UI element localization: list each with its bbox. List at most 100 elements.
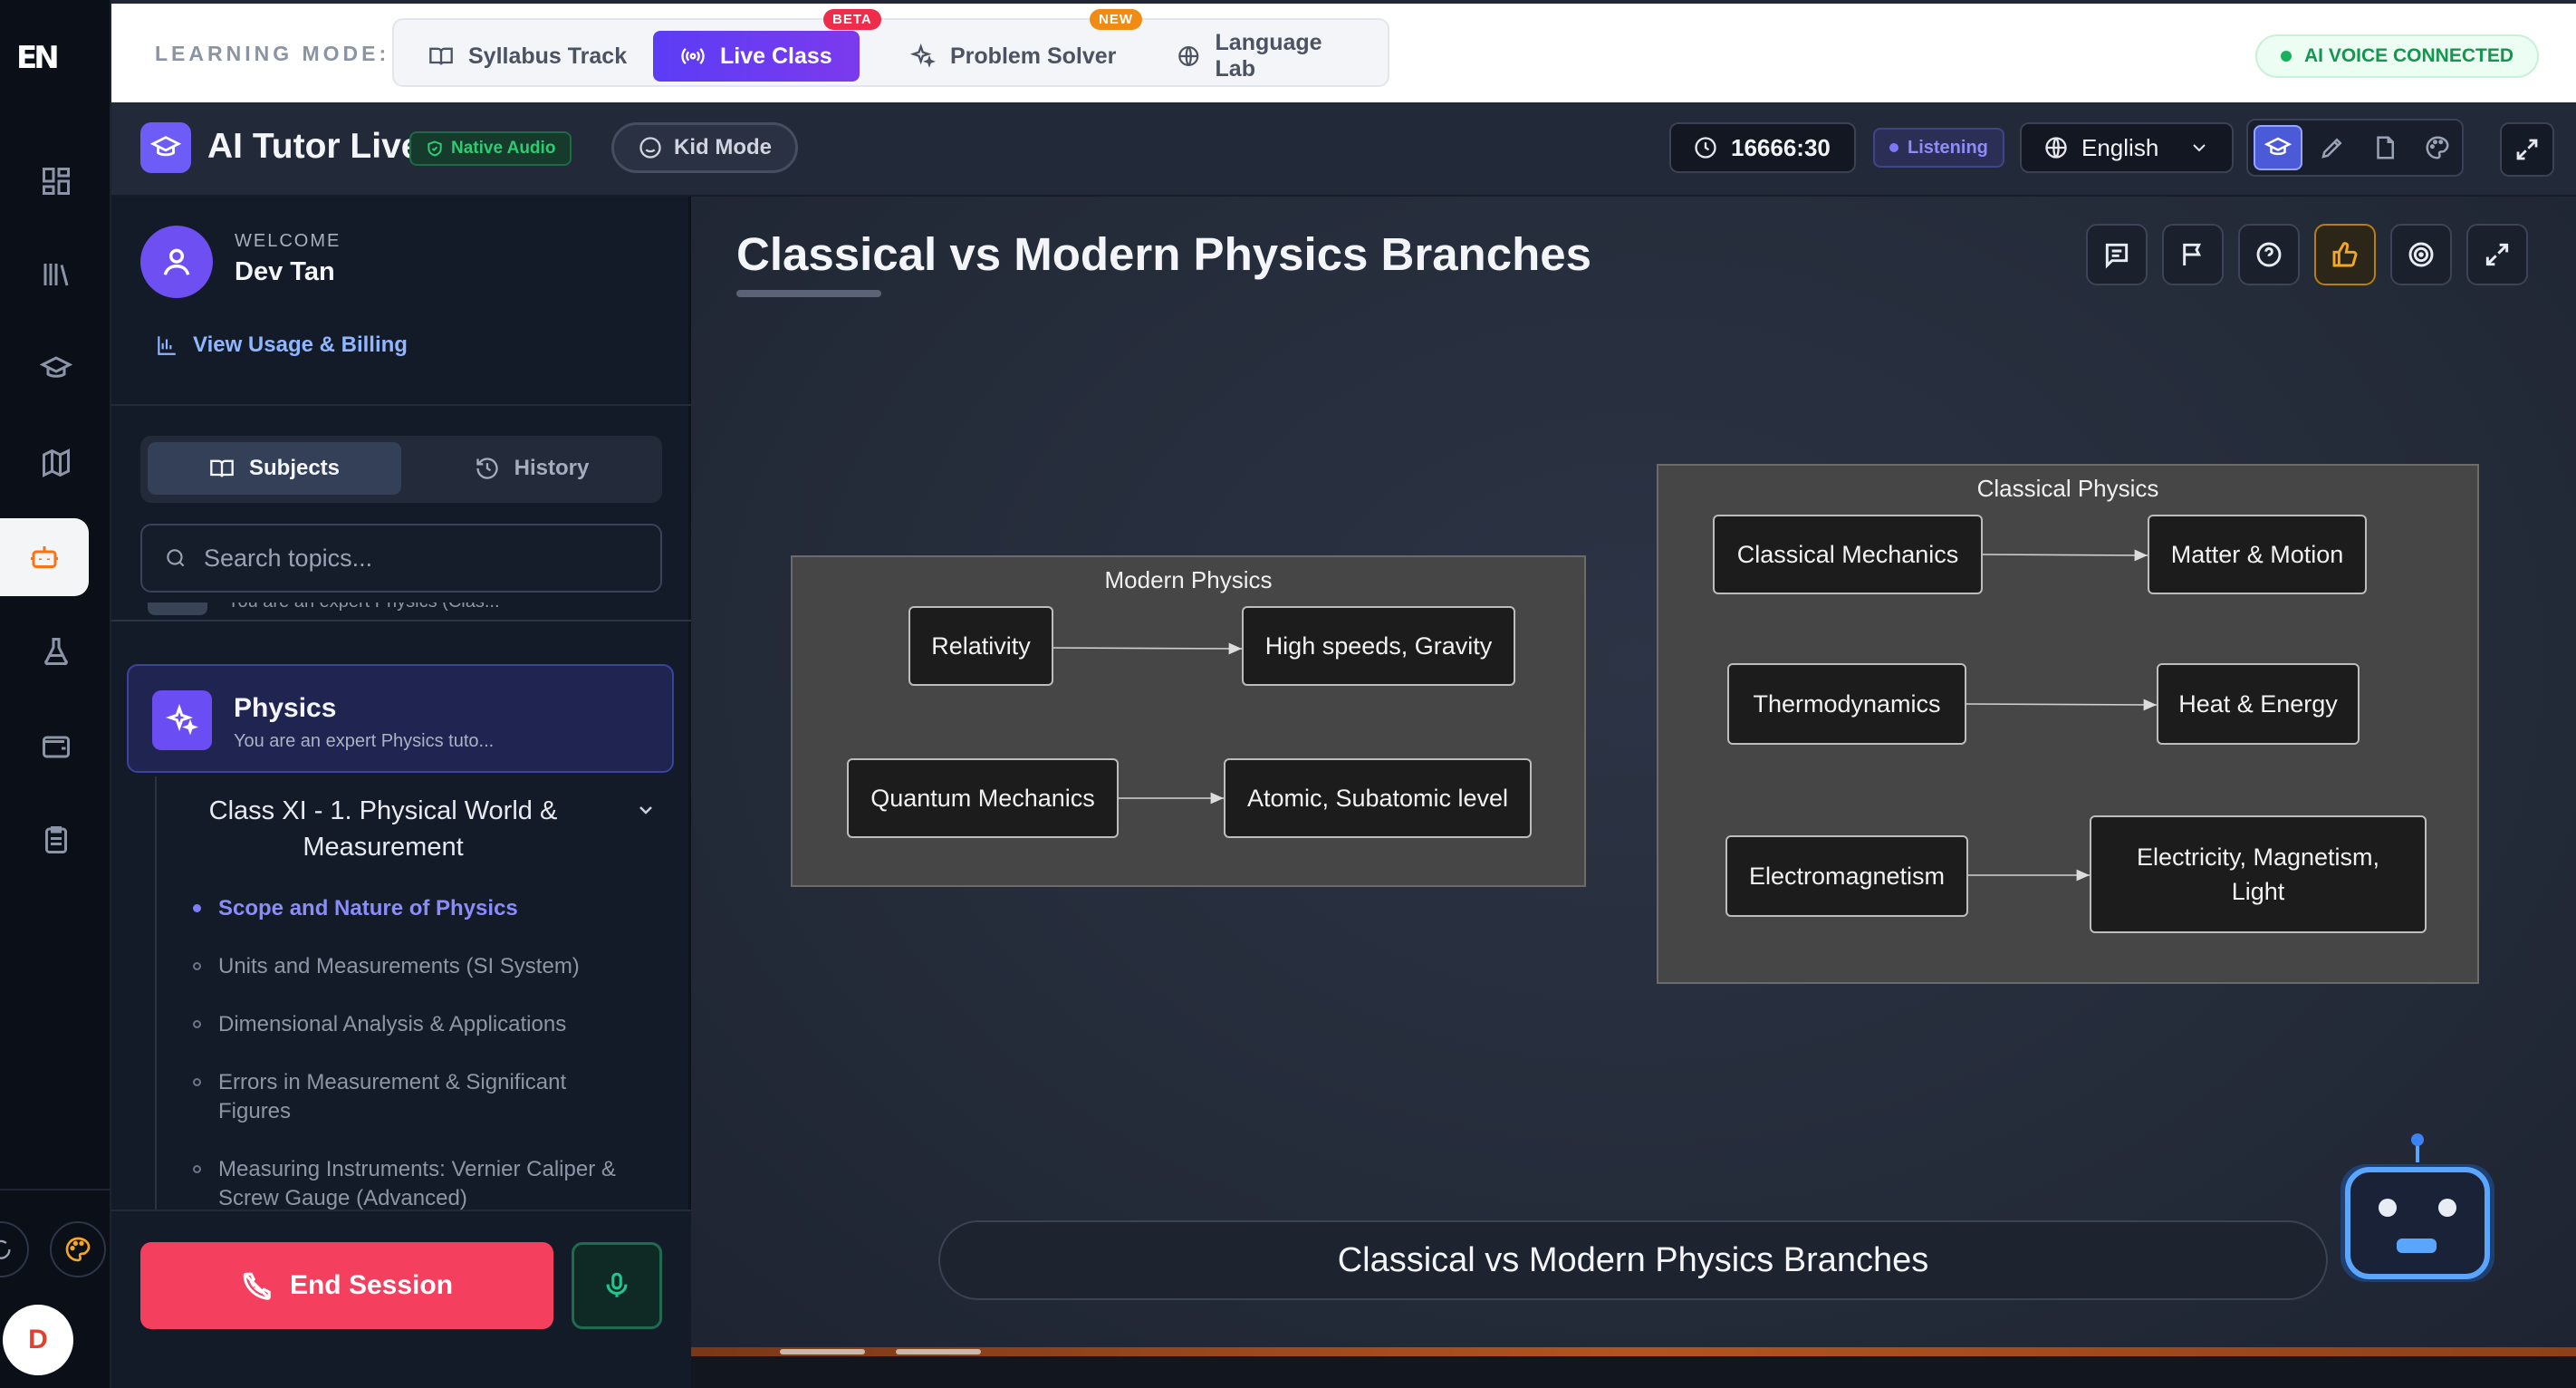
board-title: Classical vs Modern Physics Branches [736,228,1591,280]
topic-item[interactable]: Errors in Measurement & Significant Figu… [193,1068,628,1126]
profile-avatar[interactable] [140,226,213,298]
node-electricity-magnetism-light: Electricity, Magnetism, Light [2090,815,2427,933]
graduation-cap-icon [2264,137,2292,156]
fullscreen-button[interactable] [2500,122,2554,177]
divider [111,620,691,622]
expand-icon [2516,139,2538,160]
chapter-title[interactable]: Class XI - 1. Physical World & Measureme… [208,796,558,862]
mode-syllabus-track[interactable]: Syllabus Track [401,31,654,82]
user-icon [163,248,190,275]
topic-item[interactable]: Measuring Instruments: Vernier Caliper &… [193,1155,664,1213]
tab-label: History [514,456,590,480]
rail-action-button[interactable] [0,1221,29,1277]
list-item[interactable]: You are an expert Physics (Clas... [148,602,655,621]
robot-avatar-icon [2341,1133,2494,1282]
library-nav[interactable] [0,236,111,313]
tool-switcher [2246,119,2464,177]
board-fullscreen-button[interactable] [2466,224,2528,285]
listening-status: Listening [1873,128,2004,168]
clipboard-icon [44,826,67,853]
subject-icon [148,602,207,615]
beta-badge: BETA [823,9,881,30]
tasks-nav[interactable] [0,801,111,879]
help-button[interactable] [2238,224,2300,285]
palette-tool-button[interactable] [2413,125,2462,170]
mode-selector: Syllabus Track Live Class BETA Problem S… [392,9,1389,87]
draw-tool-button[interactable] [2308,125,2357,170]
mode-live-class[interactable]: Live Class [653,31,860,82]
language-select[interactable]: English [2020,122,2234,173]
bullet-icon [193,904,201,912]
topic-label: Measuring Instruments: Vernier Caliper &… [218,1157,616,1210]
node-matter-motion: Matter & Motion [2148,515,2367,594]
search-input[interactable] [204,544,639,573]
clock-icon [1695,137,1716,159]
like-button[interactable] [2314,224,2376,285]
language-value: English [2081,133,2159,161]
mode-language-lab[interactable]: Language Lab [1149,30,1388,82]
cluster-title: Classical Physics [1976,475,2159,502]
book-open-icon [210,459,234,477]
wallet-nav[interactable] [0,707,111,785]
focus-button[interactable] [2390,224,2452,285]
tab-subjects[interactable]: Subjects [148,442,401,495]
bar-chart-icon [158,336,176,355]
grid-icon [42,168,70,195]
app-logo[interactable]: EN [16,40,60,76]
notes-tool-button[interactable] [2360,125,2409,170]
palette-icon [2426,136,2449,159]
mode-label: Live Class [720,43,832,69]
lab-nav[interactable] [0,612,111,690]
tab-label: Subjects [248,456,341,480]
dashboard-nav[interactable] [0,142,111,220]
ai-tutor-nav[interactable] [0,518,89,596]
new-badge: NEW [1090,9,1142,30]
graduation-cap-icon [150,136,181,157]
bullet-icon [193,962,201,970]
progress-segment [896,1349,981,1354]
usage-billing-link[interactable]: View Usage & Billing [155,333,408,358]
flag-button[interactable] [2162,224,2224,285]
tutor-tool-button[interactable] [2254,125,2302,170]
flag-icon [2183,243,2202,265]
welcome-label: WELCOME [235,231,341,251]
notes-button[interactable] [2086,224,2148,285]
progress-segment [780,1349,865,1354]
rail-divider [0,1189,111,1190]
end-session-label: End Session [289,1270,454,1300]
mode-label: Problem Solver [950,43,1117,69]
topic-item[interactable]: Dimensional Analysis & Applications [193,1010,664,1039]
user-avatar[interactable]: D [3,1305,73,1375]
native-audio-badge: Native Audio [409,131,572,166]
listening-label: Listening [1908,137,1988,158]
board-bottom-bar [691,1347,2576,1356]
mic-button[interactable] [572,1242,662,1329]
edge-arrow [1053,642,1243,655]
topic-item[interactable]: Units and Measurements (SI System) [193,952,664,981]
bullet-icon [193,1078,201,1086]
topic-label: Units and Measurements (SI System) [218,954,580,978]
chapter-toggle[interactable] [635,799,657,825]
cluster-modern-physics: Modern Physics Relativity High speeds, G… [791,555,1586,887]
topic-search [140,524,662,593]
billing-label: View Usage & Billing [193,333,408,357]
tree-line [155,776,157,1388]
theme-button[interactable] [50,1221,106,1277]
wallet-icon [42,736,70,758]
globe-icon [2045,137,2067,159]
map-nav[interactable] [0,424,111,502]
subject-card-physics[interactable]: Physics You are an expert Physics tuto..… [127,664,674,773]
topic-item[interactable]: Scope and Nature of Physics [193,894,664,923]
expand-icon [2485,243,2509,266]
broadcast-icon [681,48,705,64]
footer-strip [691,1356,2576,1388]
chevron-down-icon [2193,144,2206,152]
courses-nav[interactable] [0,330,111,408]
node-high-speeds-gravity: High speeds, Gravity [1242,606,1515,686]
smile-icon [639,137,661,159]
end-session-button[interactable]: End Session [140,1242,553,1329]
kid-mode-button[interactable]: Kid Mode [611,122,798,173]
mode-problem-solver[interactable]: Problem Solver [883,31,1143,82]
robot-icon [31,546,58,568]
tab-history[interactable]: History [405,442,658,495]
